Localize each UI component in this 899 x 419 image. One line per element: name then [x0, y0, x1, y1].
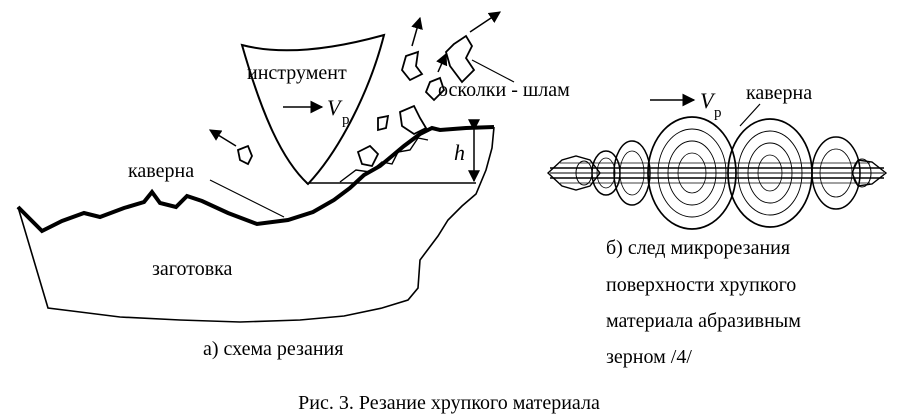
caption-left: а) схема резания: [203, 338, 343, 360]
chips-leader-line: [471, 59, 515, 83]
depth-symbol: h: [454, 140, 465, 165]
chip-fragment: [444, 34, 476, 84]
cavern-label-left: каверна: [128, 160, 194, 182]
velocity-subscript-right: р: [714, 105, 722, 121]
chip-fragment: [401, 50, 424, 82]
chip-arrow: [469, 11, 501, 33]
fracture-zone: [339, 137, 429, 183]
workpiece-body-outline: [17, 126, 495, 323]
caption-right-line-1: б) след микрорезания: [606, 237, 790, 259]
chip-arrow: [436, 52, 448, 73]
chip-arrow: [208, 129, 237, 147]
velocity-symbol-right: V: [700, 88, 716, 113]
cavern-leader-line-right: [739, 103, 761, 127]
cavern-lobes: [575, 116, 872, 230]
tool-label: инструмент: [247, 62, 347, 84]
chip-fragment: [236, 144, 253, 166]
cutting-scheme: инструмент V р h осколки - шлам: [16, 11, 570, 360]
chip-fragment: [424, 76, 446, 102]
workpiece-outline: [16, 125, 495, 234]
microcutting-trace: V р каверна: [546, 82, 888, 368]
caption-right-line-2: поверхности хрупкого: [606, 274, 796, 296]
chip-motion-arrows: [208, 11, 501, 147]
caption-right-line-4: зерном /4/: [606, 346, 692, 368]
figure-caption: Рис. 3. Резание хрупкого материала: [298, 392, 600, 414]
chip-fragment: [356, 144, 380, 168]
cavern-label-right: каверна: [746, 82, 812, 104]
chip-arrow: [411, 16, 423, 47]
chip-fragments: [236, 34, 476, 168]
velocity-subscript-left: р: [342, 112, 350, 128]
caption-right-line-3: материала абразивным: [606, 310, 801, 332]
chip-fragment: [377, 114, 390, 132]
velocity-symbol-left: V: [327, 95, 343, 120]
cavern-leader-line-left: [209, 179, 285, 218]
chip-fragment: [399, 104, 428, 136]
trace-end-left: [546, 155, 601, 191]
chips-label: осколки - шлам: [438, 79, 570, 101]
workpiece-label: заготовка: [152, 258, 233, 280]
